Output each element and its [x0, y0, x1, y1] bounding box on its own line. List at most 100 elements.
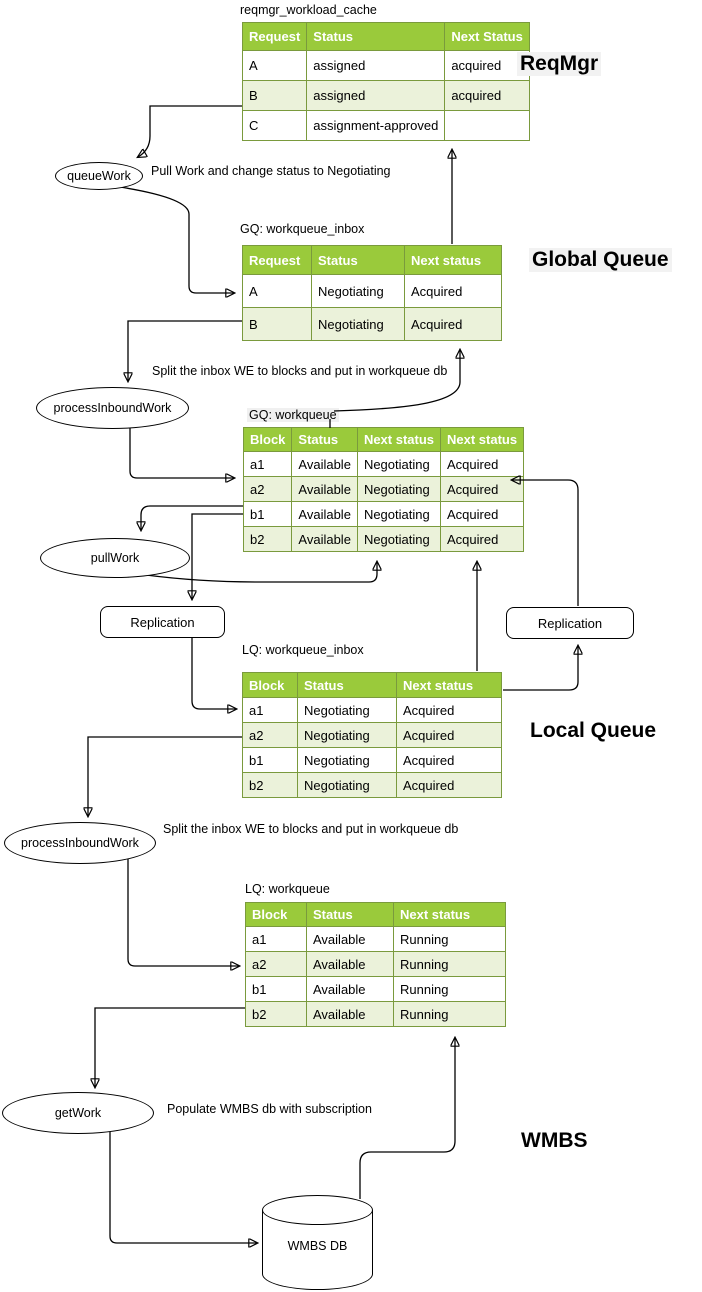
column-header: Next status	[440, 427, 525, 452]
annotation-split-inbox-2: Split the inbox WE to blocks and put in …	[163, 822, 459, 836]
section-label-local-queue: Local Queue	[530, 719, 657, 742]
table-cell: Negotiating	[297, 697, 397, 723]
table-cell: Acquired	[440, 526, 525, 552]
table-cell: Negotiating	[356, 526, 442, 552]
table-cell: Negotiating	[297, 747, 397, 773]
table-cell: b2	[245, 1001, 307, 1027]
column-header: Next status	[396, 672, 502, 698]
table-cell: Negotiating	[311, 307, 405, 341]
column-header: Block	[242, 427, 293, 452]
table-cell: Acquired	[404, 274, 502, 308]
cylinder-top	[262, 1195, 373, 1225]
table-cell: A	[241, 50, 308, 81]
arrow-reqmgr-to-queuework	[138, 105, 242, 157]
table-cell: Acquired	[440, 501, 525, 527]
table-cell: Available	[291, 526, 358, 552]
arrow-gq-workqueue-to-gq-inbox	[333, 350, 460, 412]
node-replication-right: Replication	[506, 607, 634, 639]
table-cell: B	[241, 80, 308, 111]
node-getwork: getWork	[2, 1092, 154, 1134]
annotation-split-inbox-1: Split the inbox WE to blocks and put in …	[152, 364, 448, 378]
table-cell	[444, 110, 530, 141]
arrow-processinboundwork1-to-gq-workqueue	[129, 426, 234, 478]
table-cell: a1	[245, 926, 307, 952]
column-header: Status	[311, 245, 405, 275]
annotation-populate-wmbs: Populate WMBS db with subscription	[167, 1102, 372, 1116]
table-cell: B	[242, 307, 312, 341]
table-cell: Available	[306, 1001, 394, 1027]
table-title-lq-workqueue: LQ: workqueue	[245, 882, 330, 896]
node-processinboundwork-1: processInboundWork	[36, 387, 189, 429]
table-cell: Acquired	[404, 307, 502, 341]
table-cell: Running	[393, 976, 506, 1002]
table-cell: Available	[291, 451, 358, 477]
node-pullwork: pullWork	[40, 538, 190, 578]
table-cell: Acquired	[396, 722, 502, 748]
column-header: Request	[242, 245, 312, 275]
annotation-pull-work: Pull Work and change status to Negotiati…	[151, 164, 391, 178]
node-processinboundwork-1-label: processInboundWork	[53, 401, 172, 415]
table-cell: Available	[306, 976, 394, 1002]
table-cell: b1	[242, 501, 293, 527]
table-cell: Negotiating	[356, 501, 442, 527]
node-queuework-label: queueWork	[67, 169, 131, 183]
node-pullwork-label: pullWork	[90, 551, 140, 565]
table-cell: b1	[242, 747, 298, 773]
table-cell: a1	[242, 697, 298, 723]
table-cell: a2	[242, 722, 298, 748]
table-cell: Acquired	[440, 476, 525, 502]
arrow-queuework-to-gq-inbox	[119, 186, 234, 293]
table-cell: assigned	[306, 50, 446, 81]
column-header: Next status	[404, 245, 502, 275]
table-cell: Negotiating	[311, 274, 405, 308]
table-cell: b1	[245, 976, 307, 1002]
node-queuework: queueWork	[55, 162, 143, 190]
table-cell: Negotiating	[356, 476, 442, 502]
table-cell: Running	[393, 926, 506, 952]
section-label-reqmgr: ReqMgr	[517, 52, 602, 76]
table-cell: Negotiating	[297, 772, 397, 798]
table-cell: Running	[393, 951, 506, 977]
arrow-lq-inbox-to-replication-right	[503, 646, 578, 691]
node-wmbs-db: WMBS DB	[262, 1195, 373, 1290]
table-cell: b2	[242, 772, 298, 798]
node-replication-right-label: Replication	[537, 615, 603, 631]
section-label-global-queue: Global Queue	[529, 248, 672, 272]
column-header: Status	[306, 902, 394, 927]
table-cell: A	[242, 274, 312, 308]
table-title-gq-workqueue-inbox: GQ: workqueue_inbox	[240, 222, 365, 236]
table-cell: assigned	[306, 80, 446, 111]
arrow-gq-workqueue-to-replication-left	[192, 513, 243, 599]
table-cell: Acquired	[396, 772, 502, 798]
table-title-lq-workqueue-inbox: LQ: workqueue_inbox	[242, 643, 364, 657]
table-cell: a2	[245, 951, 307, 977]
node-replication-left-label: Replication	[130, 614, 195, 630]
column-header: Status	[306, 22, 446, 51]
section-label-wmbs: WMBS	[521, 1129, 588, 1152]
table-title-gq-workqueue: GQ: workqueue	[247, 408, 339, 422]
table-cell: b2	[242, 526, 293, 552]
arrow-lq-inbox-to-processinboundwork2	[88, 736, 242, 816]
table-cell: Acquired	[396, 697, 502, 723]
